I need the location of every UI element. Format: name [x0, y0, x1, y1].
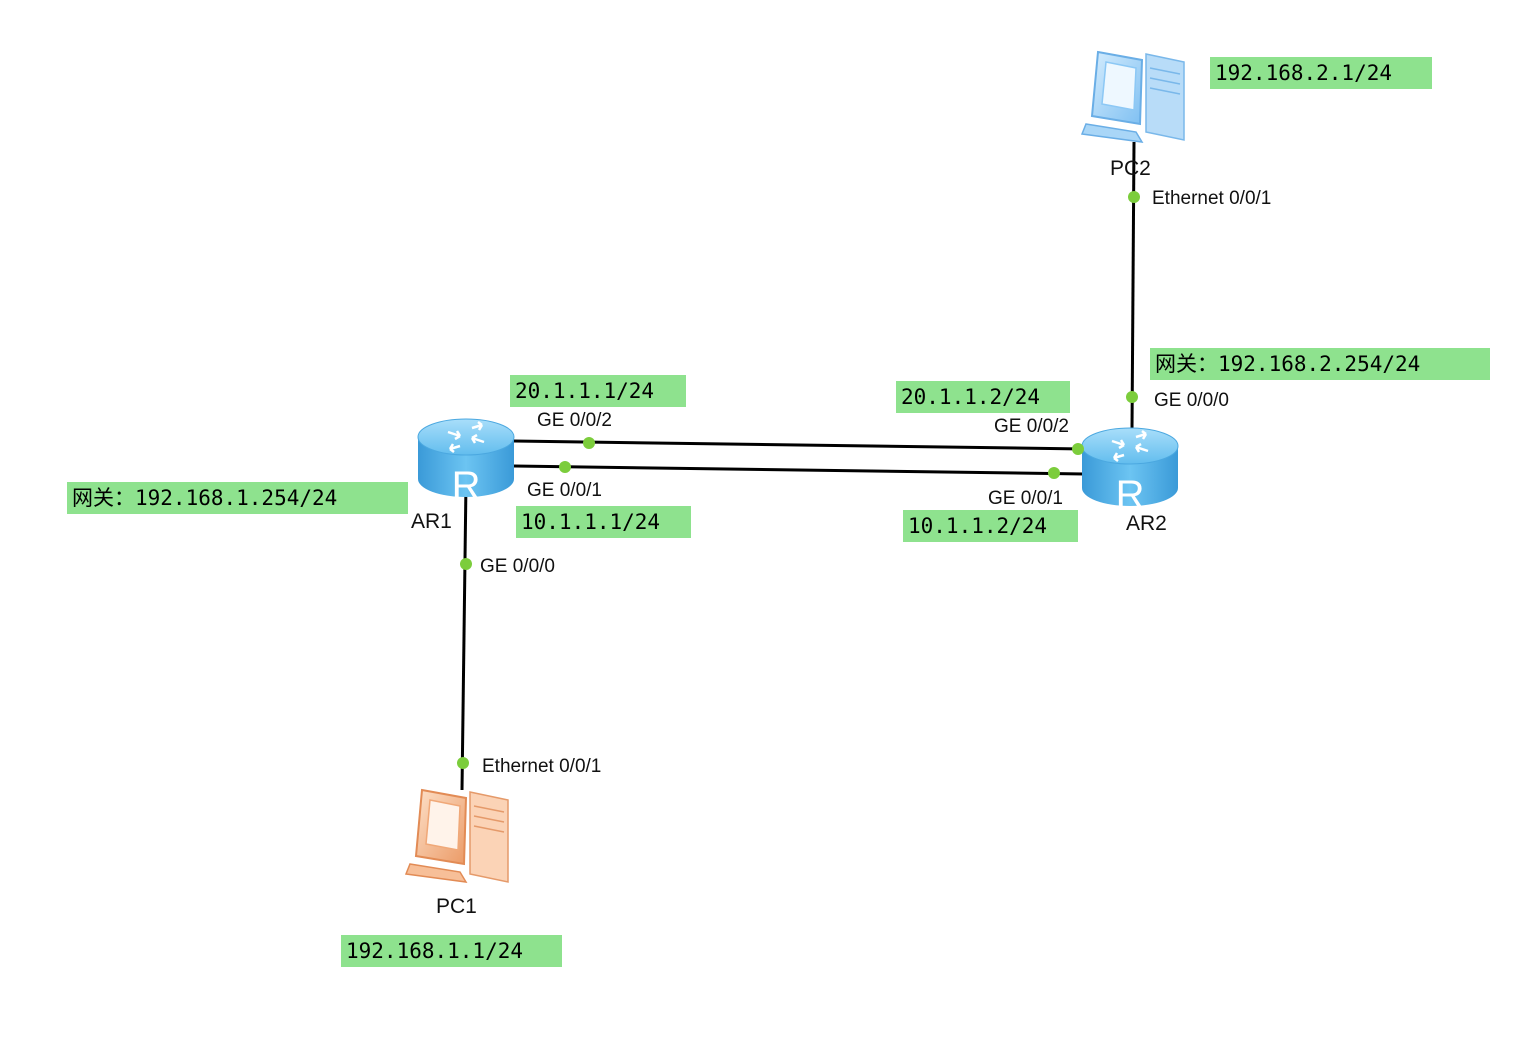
port-dot-pc2-eth[interactable]	[1128, 191, 1140, 203]
port-dot-ar2-ge001[interactable]	[1048, 467, 1060, 479]
port-dot-ar1-ge000[interactable]	[460, 558, 472, 570]
ip-note-pc2: 192.168.2.1/24	[1210, 57, 1432, 89]
port-label-ar2-ge001: GE 0/0/1	[988, 488, 1063, 509]
device-label-ar2: AR2	[1126, 512, 1167, 535]
links	[460, 141, 1136, 791]
device-label-ar1: AR1	[411, 510, 452, 533]
port-dot-ar2-ge000[interactable]	[1126, 391, 1138, 403]
port-dot-pc1-eth[interactable]	[457, 757, 469, 769]
port-dot-ar1-ge002[interactable]	[583, 437, 595, 449]
gateway-note-ar2: 网关：192.168.2.254/24	[1150, 348, 1490, 380]
port-dots	[457, 191, 1140, 769]
port-label-pc1-eth: Ethernet 0/0/1	[482, 756, 602, 777]
ip-note-pc1: 192.168.1.1/24	[341, 935, 562, 967]
router-arrows-icon	[1111, 430, 1149, 462]
pc2-icon[interactable]	[1080, 50, 1185, 143]
ip-note-ar1-ge001: 10.1.1.1/24	[516, 506, 691, 538]
device-label-pc2: PC2	[1110, 157, 1151, 180]
link-ar2-pc2	[1130, 141, 1136, 431]
router-r-glyph: R	[452, 464, 481, 508]
port-label-ar2-ge002: GE 0/0/2	[994, 416, 1069, 437]
port-label-ar2-ge000: GE 0/0/0	[1154, 390, 1229, 411]
port-dot-ar2-ge002[interactable]	[1072, 443, 1084, 455]
router-ar1[interactable]: R	[417, 418, 515, 508]
port-label-ar1-ge002: GE 0/0/2	[537, 410, 612, 431]
port-dot-ar1-ge001[interactable]	[559, 461, 571, 473]
link-ge002	[513, 439, 1085, 451]
ip-note-ar2-ge001: 10.1.1.2/24	[903, 510, 1078, 542]
router-ar2[interactable]: R	[1081, 427, 1179, 517]
router-r-glyph: R	[1116, 473, 1145, 517]
device-label-pc1: PC1	[436, 895, 477, 918]
link-ge001	[513, 464, 1085, 476]
port-label-ar1-ge001: GE 0/0/1	[527, 480, 602, 501]
ip-note-ar2-ge002: 20.1.1.2/24	[896, 381, 1070, 413]
link-ar1-pc1	[460, 481, 468, 791]
port-label-pc2-eth: Ethernet 0/0/1	[1152, 188, 1272, 209]
pc1-icon[interactable]	[404, 788, 509, 883]
port-label-ar1-ge000: GE 0/0/0	[480, 556, 555, 577]
router-arrows-icon	[447, 421, 485, 453]
gateway-note-ar1: 网关：192.168.1.254/24	[67, 482, 408, 514]
ip-note-ar1-ge002: 20.1.1.1/24	[510, 375, 686, 407]
